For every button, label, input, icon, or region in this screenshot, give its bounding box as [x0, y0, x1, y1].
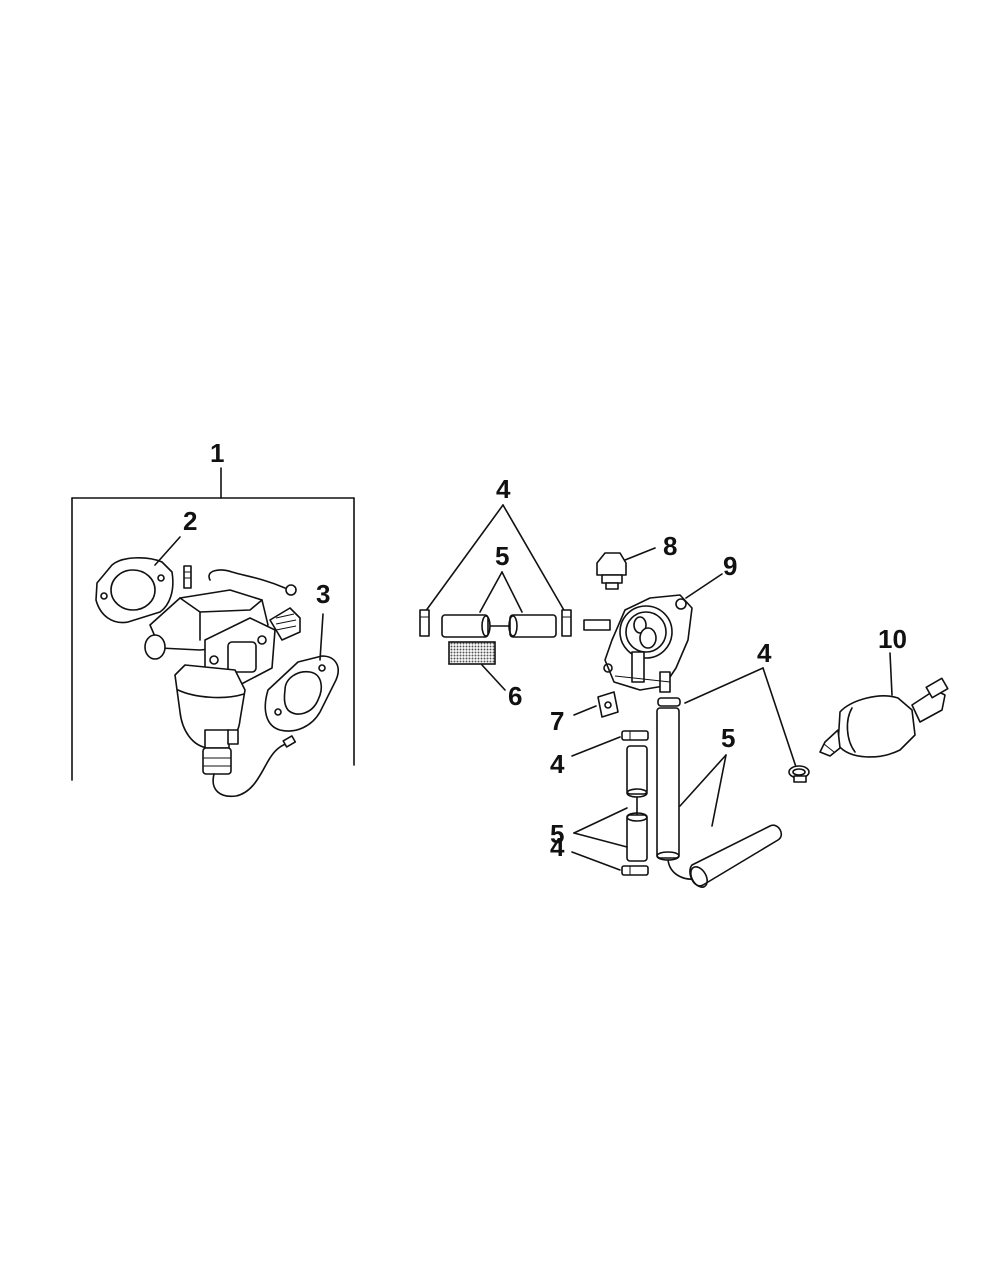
callout-8: 8 [663, 531, 677, 561]
callout-4-mid: 4 [550, 749, 565, 779]
leader-5-top-left [479, 571, 503, 613]
nut-part [597, 691, 619, 718]
fuel-pump-part [583, 594, 693, 693]
leader-4-right-a [684, 667, 764, 704]
leader-9 [685, 573, 723, 599]
leader-10 [889, 652, 893, 696]
callout-10: 10 [878, 624, 907, 654]
leader-7 [573, 705, 597, 716]
hose-clamp-top-left [419, 609, 430, 637]
hose-clamp-right-band [788, 765, 810, 783]
leader-4-right-b [762, 667, 798, 771]
fuel-hose-top-right [508, 614, 557, 638]
leader-8 [624, 547, 656, 561]
kit-bracket [71, 467, 355, 781]
callout-6: 6 [508, 681, 522, 711]
leader-5-top-right [501, 571, 523, 613]
callout-2: 2 [183, 506, 197, 536]
callout-4-top: 4 [496, 474, 511, 504]
callout-4-bottom: 4 [550, 832, 565, 862]
leader-4-top-right [502, 504, 566, 613]
fitting-part [596, 552, 627, 590]
fuel-hose-diagonal [689, 824, 783, 888]
callout-5-right: 5 [721, 723, 735, 753]
callout-3: 3 [316, 579, 330, 609]
hose-clamp-top-right [561, 609, 572, 637]
hose-clamp-mid [621, 730, 649, 741]
leader-5-right-b [711, 754, 727, 827]
flange-gasket-part [264, 655, 339, 732]
callout-9: 9 [723, 551, 737, 581]
intake-gasket-part [95, 557, 174, 624]
fuel-screen-part [448, 641, 496, 665]
callout-5-top: 5 [495, 541, 509, 571]
leader-2 [154, 536, 181, 566]
leader-5-left-b [573, 832, 628, 848]
fuel-hose-lower-lower [626, 812, 648, 862]
callout-4-right: 4 [757, 638, 772, 668]
fuel-hose-top-left [441, 614, 491, 638]
hose-clamp-bottom [621, 865, 649, 876]
callout-5-left: 5 [550, 819, 564, 849]
leader-4-bottom [571, 851, 621, 871]
carburetor-part [144, 565, 301, 798]
leader-6 [481, 664, 506, 691]
fuel-filter-part [819, 677, 949, 758]
callout-1: 1 [210, 438, 224, 468]
leader-5-left-a [573, 807, 628, 834]
leader-4-top-left [424, 504, 504, 613]
fuel-hose-vertical-long [656, 707, 680, 861]
callout-7: 7 [550, 706, 564, 736]
fuel-hose-lower-upper [626, 745, 648, 798]
leader-5-right-a [679, 754, 727, 807]
leader-4-mid [571, 736, 621, 757]
leader-3 [319, 613, 324, 661]
hose-clamp-right-small [657, 697, 681, 707]
